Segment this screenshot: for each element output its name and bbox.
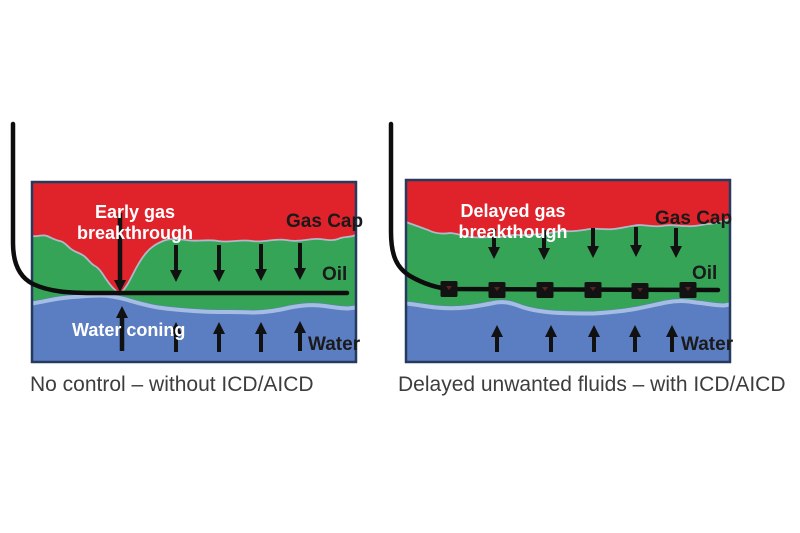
gas-breakthrough-label-line1: Early gas bbox=[95, 202, 175, 222]
panel-border bbox=[30, 180, 358, 364]
oil-label: Oil bbox=[692, 263, 717, 284]
icd-device-notch bbox=[542, 287, 548, 291]
gas-cap-region bbox=[406, 180, 730, 238]
gas-oil-contact-edge bbox=[31, 234, 357, 296]
oil-label: Oil bbox=[322, 264, 347, 285]
icd-devices bbox=[440, 281, 697, 299]
right-panel: Delayed gas breakthough Gas Cap Oil Wate… bbox=[388, 121, 734, 364]
gas-breakthrough-label-line1: Delayed gas bbox=[460, 201, 565, 221]
oil-water-contact-highlight bbox=[31, 293, 357, 315]
icd-device-notch bbox=[590, 287, 596, 291]
gas-oil-contact-edge bbox=[405, 218, 731, 239]
icd-device-notch bbox=[446, 286, 452, 290]
gas-cap-label: Gas Cap bbox=[655, 208, 732, 229]
water-region bbox=[406, 298, 730, 362]
gas-cap-label: Gas Cap bbox=[286, 211, 363, 232]
oil-water-contact-highlight bbox=[405, 299, 731, 316]
icd-device-notch bbox=[637, 288, 643, 292]
water-label: Water bbox=[681, 334, 734, 355]
water-coning-label: Water coning bbox=[72, 320, 185, 340]
gas-breakthrough-label-line2: breakthough bbox=[458, 222, 567, 242]
icd-device-notch bbox=[494, 287, 500, 291]
well-path bbox=[10, 121, 350, 296]
left-panel: Early gas breakthrough Gas Cap Oil Water… bbox=[10, 121, 363, 364]
water-label: Water bbox=[308, 334, 361, 355]
right-panel-caption: Delayed unwanted fluids – with ICD/AICD bbox=[398, 373, 786, 396]
gas-cap-region bbox=[32, 182, 356, 294]
icd-device-notch bbox=[685, 287, 691, 291]
left-panel-caption: No control – without ICD/AICD bbox=[30, 373, 314, 396]
gas-breakthrough-label-line2: breakthrough bbox=[77, 223, 193, 243]
